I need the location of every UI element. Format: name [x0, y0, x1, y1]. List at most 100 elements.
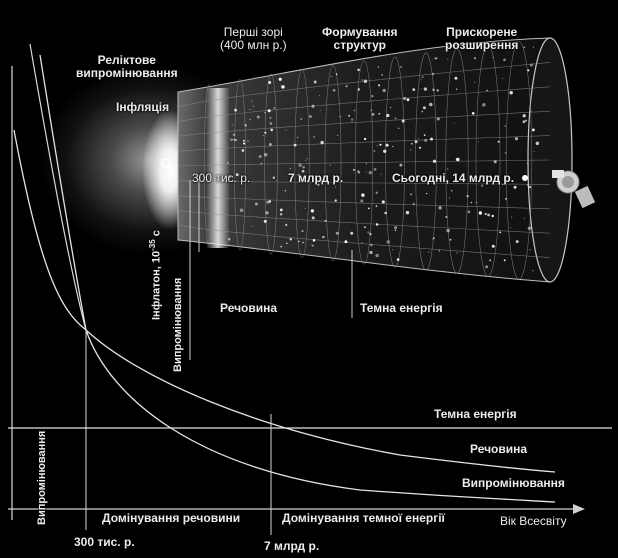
galaxy-dot	[375, 253, 379, 258]
galaxy-dot	[475, 202, 477, 204]
galaxy-dot	[417, 137, 419, 139]
relic-radiation-line-2: випромінювання	[76, 66, 178, 80]
galaxy-dot	[226, 161, 230, 164]
galaxy-dot	[367, 231, 370, 234]
radiation-curve	[39, 54, 556, 503]
galaxy-dot	[504, 151, 507, 154]
galaxy-dot	[474, 81, 476, 84]
galaxy-dot	[449, 197, 451, 199]
galaxy-dot	[357, 88, 361, 91]
matter-label: Речовина	[220, 301, 278, 315]
galaxy-dot	[412, 202, 416, 206]
galaxy-dot	[410, 149, 412, 151]
today-marker	[522, 175, 528, 181]
galaxy-dot	[360, 199, 364, 203]
galaxy-dot	[270, 128, 274, 132]
accelerated-expansion-label: Прискорене розширення	[445, 26, 518, 52]
galaxy-dot	[505, 198, 507, 200]
galaxy-dot	[386, 240, 390, 244]
galaxy-dot	[379, 143, 382, 146]
galaxy-dot	[234, 138, 237, 142]
galaxy-dot	[394, 226, 398, 230]
galaxy-dot	[301, 230, 304, 233]
probe-icon	[552, 170, 596, 209]
galaxy-dot	[308, 115, 312, 118]
accelerated-expansion-line-2: розширення	[445, 38, 519, 52]
galaxy-dot	[234, 108, 237, 112]
galaxy-dot	[231, 124, 233, 126]
galaxy-dot	[337, 134, 339, 136]
structure-formation-line-1: Формування	[322, 25, 398, 39]
galaxy-dot	[275, 179, 278, 182]
galaxy-dot	[445, 215, 448, 219]
galaxy-dot	[405, 210, 410, 215]
galaxy-dot	[334, 199, 337, 202]
galaxy-dot	[313, 136, 315, 138]
structure-formation-line-2: структур	[333, 38, 386, 52]
galaxy-dot	[486, 182, 488, 184]
galaxy-dot	[375, 223, 379, 226]
galaxy-dot	[432, 159, 437, 163]
galaxy-dot	[503, 259, 506, 262]
cone-grid-line	[177, 210, 551, 234]
galaxy-dot	[394, 229, 397, 232]
galaxy-dot	[344, 240, 348, 244]
cone-grid-line	[177, 159, 551, 167]
tick-7bn-label: 7 млрд р.	[264, 539, 320, 553]
galaxy-dot	[383, 149, 387, 153]
galaxy-dot	[243, 142, 246, 145]
galaxy-dot	[329, 164, 331, 166]
galaxy-dot	[279, 213, 283, 216]
galaxy-dot	[436, 89, 439, 92]
galaxy-dot	[348, 114, 350, 117]
galaxy-dot	[432, 72, 435, 75]
galaxy-dot	[256, 115, 260, 119]
galaxy-dot	[523, 46, 526, 49]
galaxy-dot	[361, 242, 363, 244]
matter-curve	[13, 129, 556, 473]
t7bn-label: 7 млрд р.	[288, 171, 344, 185]
galaxy-dot	[324, 219, 327, 222]
galaxy-dot	[363, 226, 366, 229]
galaxy-dot	[502, 77, 504, 79]
galaxy-dot	[228, 175, 232, 179]
galaxy-dot	[532, 46, 535, 48]
galaxy-dot	[396, 258, 400, 261]
galaxy-dot	[527, 226, 532, 230]
galaxy-dot	[385, 143, 389, 147]
galaxy-dot	[319, 252, 321, 254]
galaxy-dot	[489, 259, 492, 262]
galaxy-dot	[350, 231, 354, 235]
galaxy-dot	[304, 159, 306, 161]
inflaton-unit: с	[150, 230, 163, 240]
galaxy-dot	[381, 74, 383, 76]
galaxy-dot	[506, 175, 508, 177]
dark-energy-label: Темна енергія	[360, 301, 443, 315]
galaxy-dot	[339, 115, 342, 118]
galaxy-dot	[392, 249, 394, 251]
galaxy-dot	[473, 57, 477, 60]
galaxy-dot	[453, 122, 455, 124]
galaxy-dot	[380, 173, 382, 175]
galaxy-dot	[504, 125, 506, 127]
relic-radiation-band	[206, 88, 230, 248]
radiation-axis-label: Випромінювання	[36, 430, 48, 525]
galaxy-dot	[533, 151, 535, 152]
galaxy-dot	[260, 162, 263, 165]
cone-galaxies	[226, 46, 540, 272]
galaxy-dot	[317, 183, 320, 186]
galaxy-dot	[399, 163, 403, 167]
galaxy-dot	[390, 107, 392, 109]
inflaton-text: Інфлатон, 10	[150, 250, 163, 320]
galaxy-dot	[446, 228, 450, 233]
first-stars-label: Перші зорі (400 млн р.)	[220, 26, 287, 52]
galaxy-dot	[497, 140, 500, 143]
galaxy-dot	[239, 208, 244, 213]
galaxy-dot	[278, 77, 282, 81]
galaxy-dot	[332, 88, 336, 92]
galaxy-dot	[492, 57, 494, 59]
galaxy-dot	[514, 137, 519, 141]
galaxy-dot	[515, 240, 519, 244]
radiation-line-2	[29, 43, 87, 331]
